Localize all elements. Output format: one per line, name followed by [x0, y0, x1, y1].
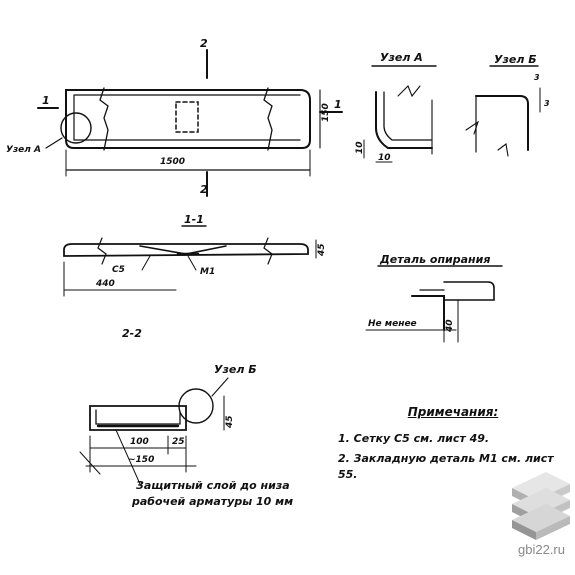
notes-title: Примечания:	[407, 405, 499, 419]
section-2-2	[79, 377, 229, 485]
section-1-height-dim: 45	[317, 243, 327, 256]
section-2-dim-total: ~150	[128, 455, 155, 465]
watermark-text[interactable]: gbi22.ru	[518, 542, 565, 557]
node-a-dim-h: 10	[378, 153, 391, 163]
note-item-2: 2. Закладную деталь М1 см. лист 55.	[338, 452, 554, 481]
cover-note-line1: Защитный слой до низа	[136, 479, 290, 492]
cover-note-line2: рабочей арматуры 10 мм	[132, 495, 294, 508]
plan-height-dim: 150	[321, 103, 331, 122]
note-item-1: 1. Сетку С5 см. лист 49.	[338, 432, 490, 445]
node-a-dim-v: 10	[355, 141, 365, 154]
section-1-title: 1-1	[184, 213, 204, 226]
section-1-left-mark: 1	[42, 94, 50, 107]
plan-view	[37, 49, 343, 197]
node-b-title: Узел Б	[494, 53, 537, 66]
section-2-top-mark: 2	[200, 37, 208, 50]
node-a-title: Узел А	[380, 51, 423, 64]
node-b-detail	[465, 65, 541, 157]
section-2-title: 2-2	[122, 327, 142, 340]
node-b-dim2: 3	[544, 99, 550, 108]
section-1-mesh-label: С5	[112, 265, 125, 275]
section-2-node-b-label: Узел Б	[214, 363, 257, 376]
section-1-1	[63, 225, 317, 297]
stacked-slabs-logo	[512, 472, 570, 540]
section-2-dim-height: 45	[225, 415, 235, 428]
support-detail-title: Деталь опирания	[380, 253, 491, 266]
section-1-part-label: М1	[200, 267, 216, 277]
plan-length-dim: 1500	[160, 157, 186, 167]
support-min-value: 40	[445, 319, 455, 332]
section-1-width-dim: 440	[96, 279, 115, 289]
support-min-label: Не менее	[368, 319, 417, 329]
notes-block: Примечания: 1. Сетку С5 см. лист 49. 2. …	[338, 405, 568, 487]
section-1-right-mark: 1	[334, 98, 342, 111]
node-a-detail	[363, 65, 437, 163]
plan-node-a-label: Узел А	[6, 145, 41, 155]
node-b-dim1: 3	[534, 73, 540, 82]
section-2-bottom-mark: 2	[200, 183, 208, 196]
section-2-dim-left: 100	[130, 437, 149, 447]
support-detail	[365, 265, 503, 343]
section-2-dim-right: 25	[172, 437, 185, 447]
